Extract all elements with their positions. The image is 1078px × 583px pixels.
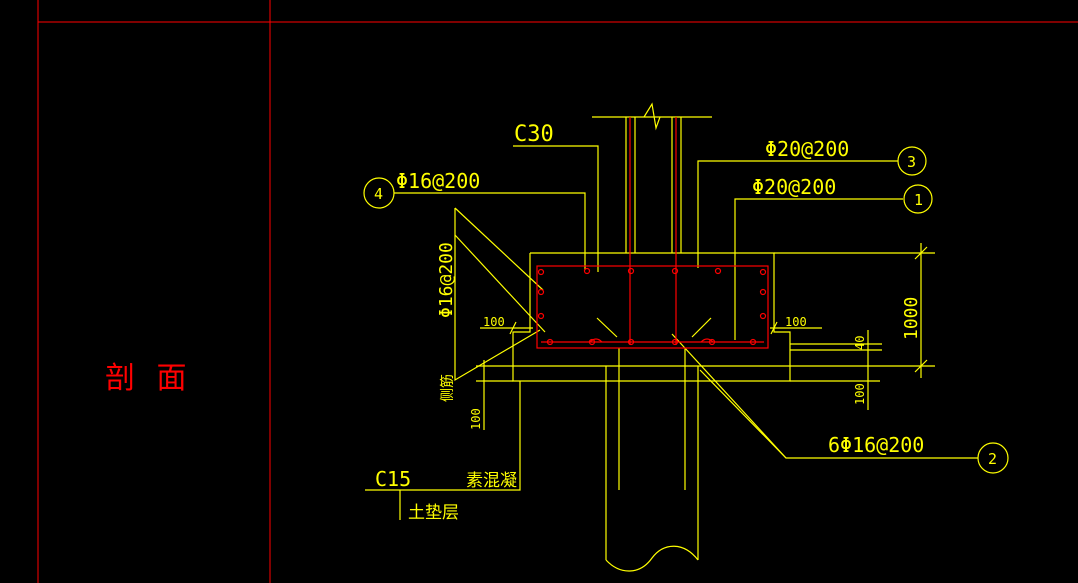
rebar-dot <box>759 312 767 320</box>
concrete-grade-label: C30 <box>514 122 554 147</box>
rebar-dot <box>627 338 635 346</box>
rebar-dot <box>588 338 596 346</box>
rebar-group <box>536 117 769 349</box>
rebar-dot <box>546 338 554 346</box>
dim-height-tick-bottom <box>914 359 928 373</box>
dim-cushion-left-text: 100 <box>469 408 483 430</box>
bubble-3-number: 3 <box>907 153 916 171</box>
section-label: 剖 面 <box>105 361 193 396</box>
bubble-3-circle <box>897 146 927 176</box>
bubble-4-circle <box>363 177 395 209</box>
cushion-material-label: 素混凝 <box>466 471 517 491</box>
leader-rebar-1 <box>734 198 903 340</box>
rebar-4-label: Φ16@200 <box>396 169 480 193</box>
leader-c30 <box>513 145 599 272</box>
bubble-2-circle <box>977 442 1009 474</box>
rebar-dot <box>583 267 591 275</box>
cushion-grade-label: C15 <box>375 467 411 491</box>
dim-cushion-right-text: 100 <box>853 383 867 405</box>
bubble-2-number: 2 <box>988 450 997 468</box>
pile-break-end <box>605 545 699 572</box>
rebar-dot <box>671 338 679 346</box>
bubbles <box>363 146 1009 474</box>
rebar-dot <box>759 288 767 296</box>
cushion-layer-label: 土垫层 <box>408 503 459 523</box>
dim-cover-left-tick <box>509 321 517 335</box>
structure-linework <box>365 102 978 572</box>
leader-rebar-2-branch <box>671 333 787 459</box>
rebar-dot <box>537 312 545 320</box>
break-symbol <box>643 102 661 131</box>
rebar-2-label: 6Φ16@200 <box>828 433 924 457</box>
dim-cover-small-text: 40 <box>853 336 867 350</box>
bubble-1-circle <box>903 184 933 214</box>
side-rebar-note: 侧筋 <box>439 374 456 402</box>
dim-height-tick-top <box>914 246 928 260</box>
anchor-mark-left <box>596 317 618 338</box>
rebar-dot <box>537 288 545 296</box>
dim-left-cover-text: 100 <box>483 315 505 329</box>
dim-height-text: 1000 <box>901 297 922 340</box>
rebar-dot <box>537 268 545 276</box>
rebar-dot <box>714 267 722 275</box>
rebar-dot <box>708 338 716 346</box>
cap-outline <box>512 252 791 367</box>
rebar-dots <box>537 267 767 346</box>
bottom-hook-right <box>700 338 714 343</box>
bubble-4-number: 4 <box>374 185 383 203</box>
rebar-vertical-label: Φ16@200 <box>436 242 457 318</box>
leader-cushion <box>365 381 521 491</box>
leader-side-rebar <box>454 208 541 382</box>
dim-right-cover-text: 100 <box>785 315 807 329</box>
cushion-outline <box>512 366 791 382</box>
leader-side-rebar-diagonal <box>454 207 544 291</box>
bubble-1-number: 1 <box>914 191 923 209</box>
leader-rebar-4 <box>394 192 586 270</box>
anchor-mark-right <box>691 317 712 338</box>
rebar-dot <box>749 338 757 346</box>
rebar-dot <box>671 267 679 275</box>
rebar-1-label: Φ20@200 <box>752 175 836 199</box>
cap-rebar-cage <box>536 265 769 349</box>
rebar-3-label: Φ20@200 <box>765 137 849 161</box>
rebar-dot <box>627 267 635 275</box>
sheet-frame <box>37 0 1078 583</box>
leader-side-rebar-diagonal-2 <box>454 234 546 333</box>
rebar-dot <box>759 268 767 276</box>
bottom-hook-left <box>589 338 603 343</box>
dim-cover-right-tick <box>770 321 778 335</box>
leader-rebar-3 <box>697 160 898 268</box>
